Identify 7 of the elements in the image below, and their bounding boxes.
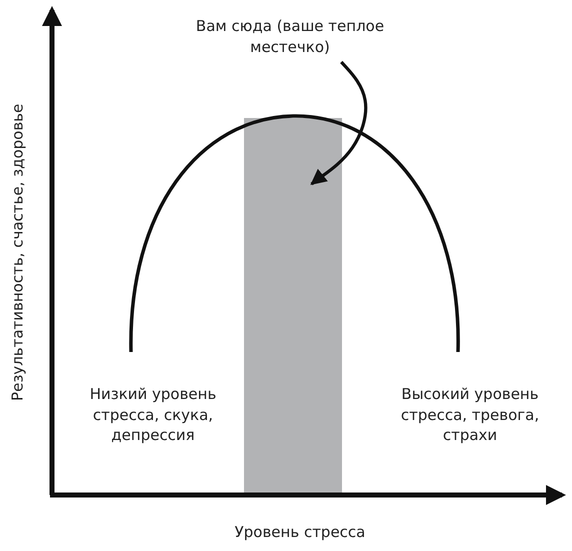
annotation-text: Высокий уровень стресса, тревога, страхи xyxy=(400,384,540,446)
axis-title: Уровень стресса xyxy=(234,522,366,543)
axis-title: Результативность, счастье, здоровье xyxy=(8,102,28,403)
curved-arrow xyxy=(310,60,368,186)
callout-text: Вам сюда (ваше теплое местечко) xyxy=(195,16,385,58)
shaded-band xyxy=(244,118,342,495)
annotation-text: Низкий уровень стресса, скука, депрессия xyxy=(88,384,218,446)
